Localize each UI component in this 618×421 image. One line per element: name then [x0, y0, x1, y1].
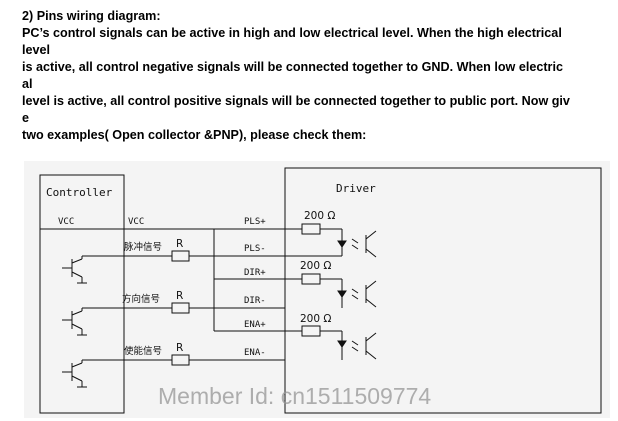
- text-line: level is active, all control positive si…: [22, 94, 570, 108]
- driver-resistor-label-2: 200 Ω: [300, 260, 331, 272]
- wiring-diagram-svg: Controller Driver VCC VCC PLS+ PLS- DIR+…: [39, 167, 602, 414]
- optocoupler-pls: [285, 223, 377, 258]
- resistor-label-2: R: [176, 290, 183, 302]
- pin-ena-minus: ENA-: [244, 348, 266, 358]
- driver-title: Driver: [336, 182, 376, 195]
- resistor-label-3: R: [176, 342, 183, 354]
- driver-box: [284, 167, 602, 414]
- pin-dir-minus: DIR-: [244, 296, 266, 306]
- vcc-left-label: VCC: [58, 217, 74, 227]
- transistor-1: [62, 256, 87, 284]
- optocoupler-ena: [285, 325, 377, 360]
- signal-label-direction: 方向信号: [122, 293, 160, 305]
- instructions-text: 2) Pins wiring diagram: PC’s control sig…: [22, 8, 612, 144]
- pin-pls-plus: PLS+: [244, 217, 266, 227]
- pin-pls-minus: PLS-: [244, 244, 266, 254]
- text-line: PC’s control signals can be active in hi…: [22, 26, 562, 40]
- transistor-3: [62, 360, 87, 388]
- transistor-2: [62, 308, 87, 336]
- optocoupler-dir: [285, 273, 377, 308]
- wiring-diagram: Controller Driver VCC VCC PLS+ PLS- DIR+…: [24, 161, 610, 418]
- controller-box: [39, 174, 125, 414]
- pin-dir-plus: DIR+: [244, 268, 266, 278]
- watermark: Member Id: cn1511509774: [158, 383, 432, 409]
- text-line: level: [22, 43, 51, 57]
- dir-resistor: [171, 302, 190, 314]
- resistor-label-1: R: [176, 238, 183, 250]
- pulse-resistor: [171, 250, 190, 262]
- vcc-mid-label: VCC: [128, 217, 144, 227]
- text-line: e: [22, 111, 30, 125]
- driver-resistor-label-1: 200 Ω: [304, 210, 335, 222]
- controller-title: Controller: [46, 186, 113, 199]
- driver-resistor-label-3: 200 Ω: [300, 313, 331, 325]
- heading-line: 2) Pins wiring diagram:: [22, 9, 161, 23]
- text-line: is active, all control negative signals …: [22, 60, 563, 74]
- text-line: al: [22, 77, 33, 91]
- text-line: two examples( Open collector &PNP), plea…: [22, 128, 367, 142]
- signal-label-enable: 使能信号: [124, 345, 162, 357]
- signal-label-pulse: 脉冲信号: [124, 241, 162, 253]
- ena-resistor: [171, 354, 190, 366]
- pin-ena-plus: ENA+: [244, 320, 266, 330]
